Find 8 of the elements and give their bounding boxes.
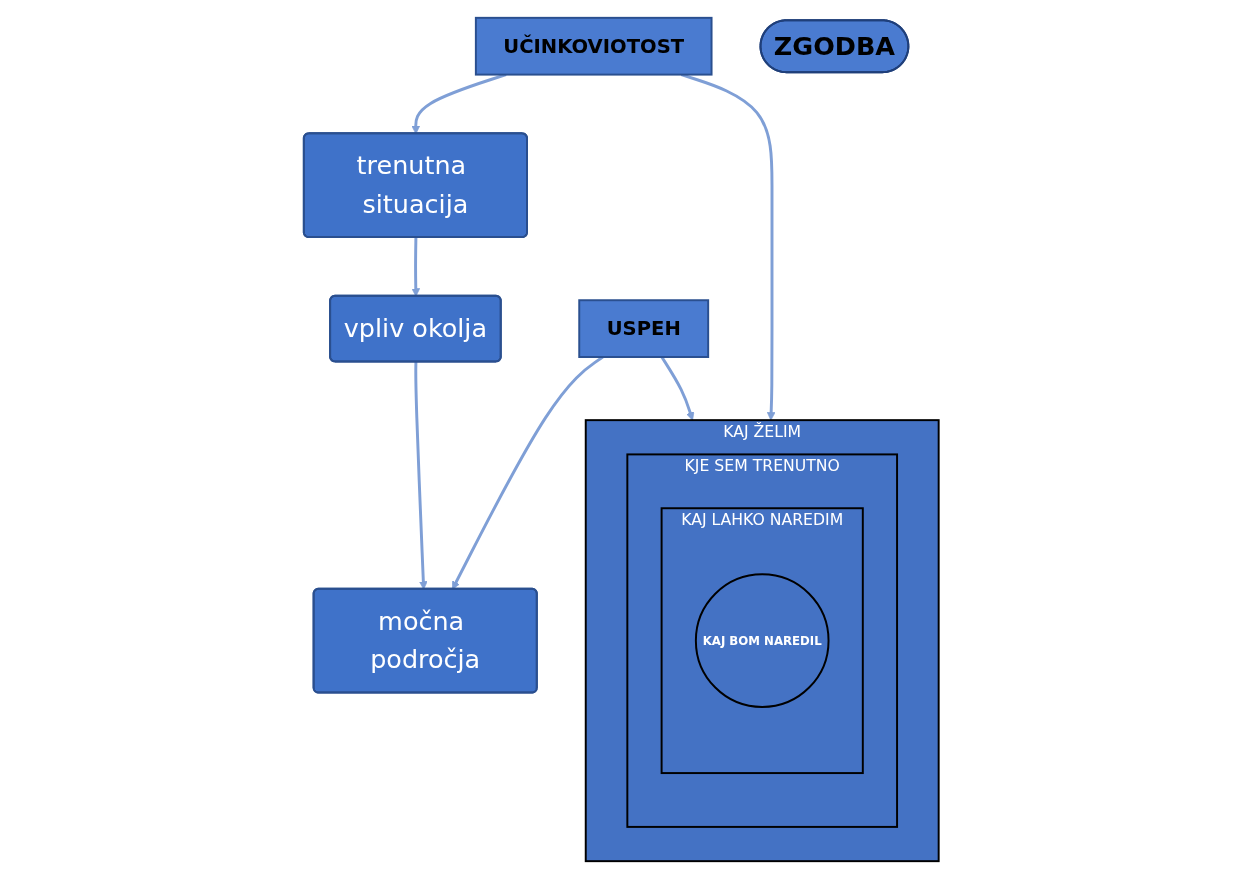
arrow xyxy=(411,237,420,297)
arrow xyxy=(414,361,428,590)
node-box: USPEH xyxy=(578,299,709,358)
arrow xyxy=(411,73,507,135)
node-circle: KAJ BOM NAREDIL xyxy=(694,573,830,708)
arrow xyxy=(680,73,776,421)
arrow xyxy=(660,356,695,421)
node-box: UČINKOVIOTOST xyxy=(474,16,713,76)
